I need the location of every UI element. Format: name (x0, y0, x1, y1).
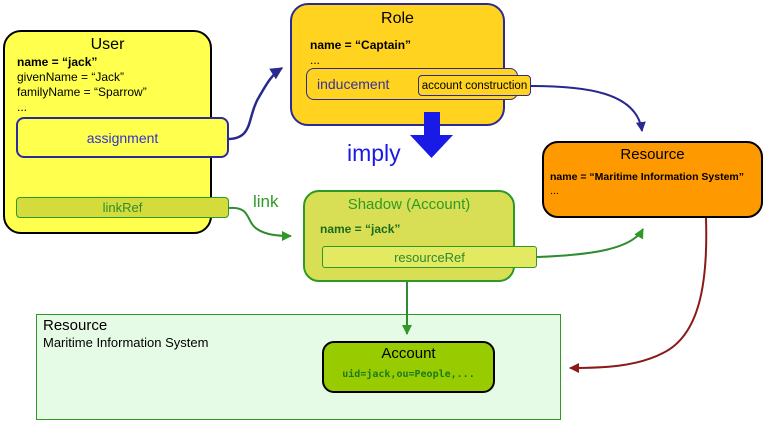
resource-remote-title: Resource (620, 146, 685, 163)
assignment-box: assignment (16, 117, 229, 158)
role-attributes: name = “Captain” ... (310, 38, 411, 68)
role-ellipsis: ... (310, 53, 321, 67)
user-attributes: name = “jack” givenName = “Jack” familyN… (17, 55, 147, 115)
linkref-to-shadow-arrow (228, 206, 292, 241)
resource-remote-ellipsis: ... (550, 185, 559, 197)
resource-to-container-arrow (569, 217, 708, 373)
account-dn-text: uid=jack,ou=People,... (342, 369, 475, 380)
user-givenname-attr: givenName = “Jack” (17, 70, 125, 84)
role-box-title: Role (381, 10, 414, 27)
shadow-box-title: Shadow (Account) (347, 196, 471, 213)
account-construction-box: account construction (418, 75, 531, 96)
construction-to-resource-arrow (530, 85, 646, 132)
resource-remote-attributes: name = “Maritime Information System” ... (550, 170, 744, 198)
user-ellipsis: ... (17, 100, 28, 114)
shadow-name-attr: name = “jack” (320, 222, 401, 236)
imply-label: imply (347, 140, 401, 166)
assignment-to-role-arrow (228, 66, 284, 141)
resource-remote-box (542, 141, 763, 218)
user-familyname-attr: familyName = “Sparrow” (17, 85, 147, 99)
account-box (322, 341, 495, 393)
role-name-attr: name = “Captain” (310, 38, 412, 52)
role-box (290, 3, 505, 126)
user-name-attr: name = “jack” (17, 55, 98, 69)
user-box-title: User (90, 36, 125, 53)
shadow-attributes: name = “jack” (320, 222, 400, 237)
resourceref-box: resourceRef (322, 246, 537, 268)
account-box-title: Account (381, 345, 436, 362)
resourceref-to-resource-arrow (536, 228, 644, 258)
resource-container-title: Resource (43, 317, 108, 334)
link-label: link (253, 192, 279, 211)
linkref-box: linkRef (16, 197, 229, 218)
resource-remote-name-attr: name = “Maritime Information System” (550, 171, 745, 183)
resource-container-subtitle: Maritime Information System (43, 335, 209, 350)
